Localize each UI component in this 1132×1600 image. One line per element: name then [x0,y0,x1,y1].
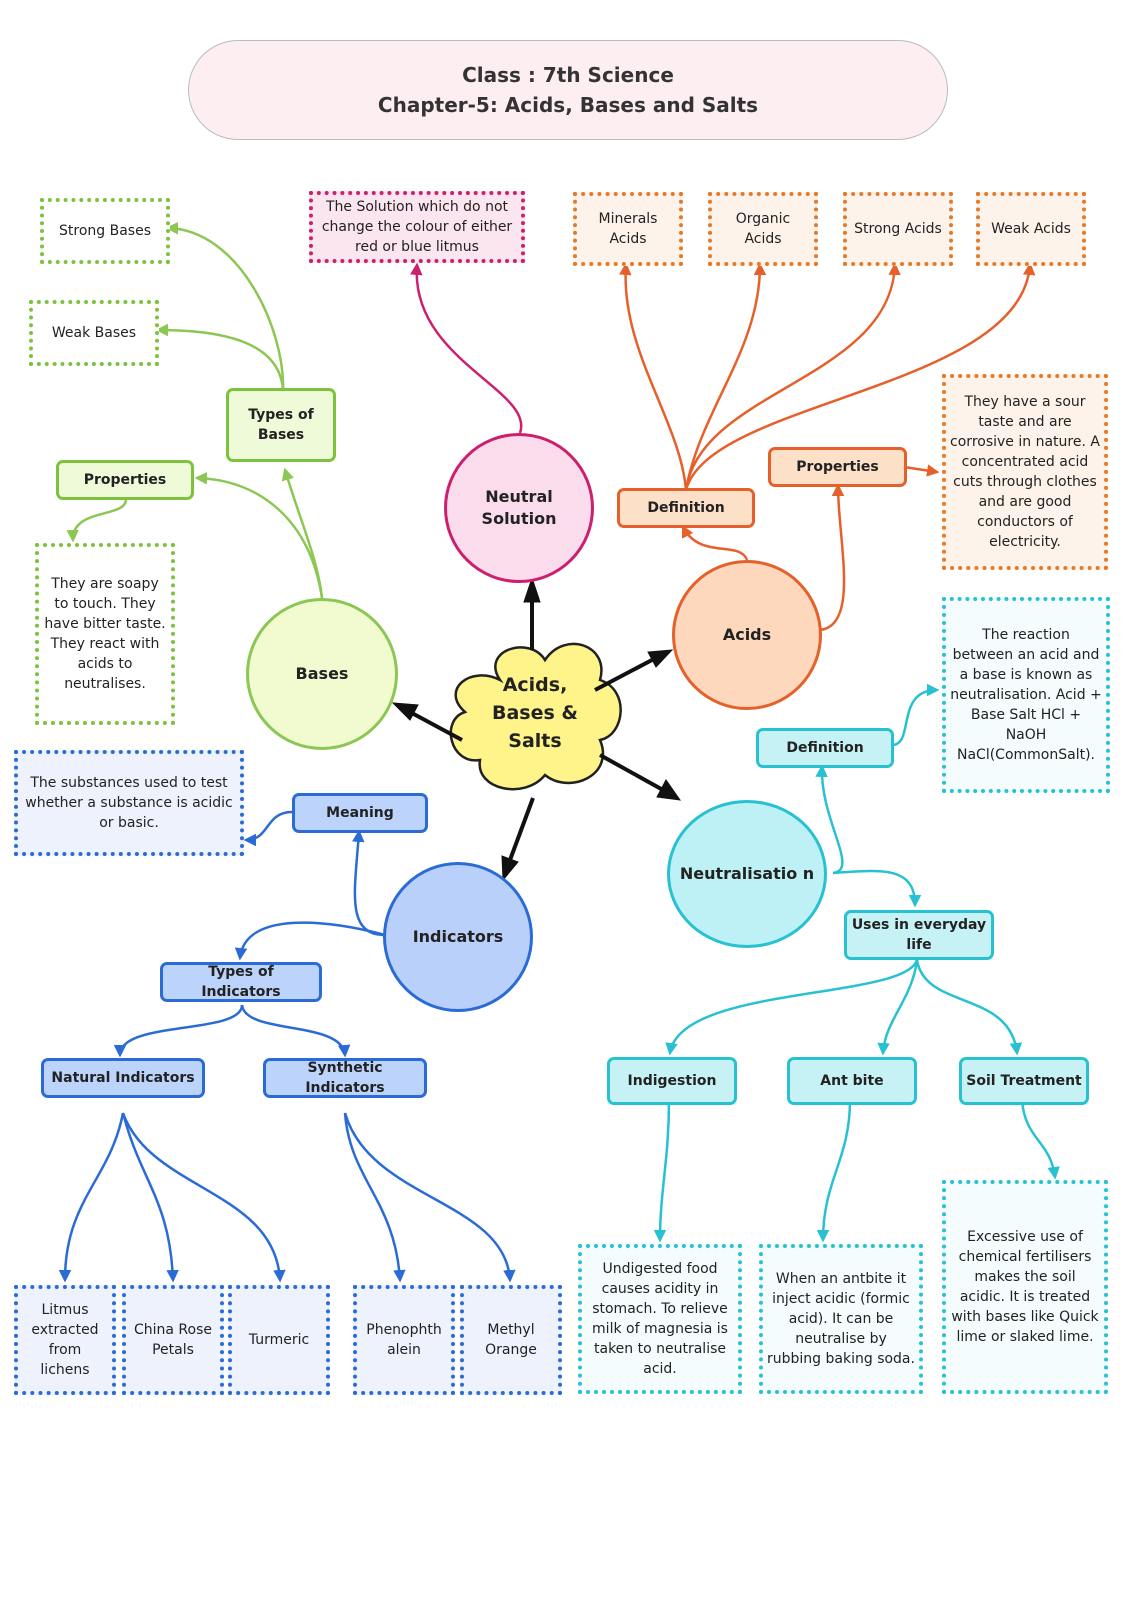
ant-bite-node[interactable]: Ant bite [787,1057,917,1105]
title-banner: Class : 7th Science Chapter-5: Acids, Ba… [188,40,948,140]
acids-properties-text: They have a sour taste and are corrosive… [942,374,1108,570]
center-arrows [391,576,682,882]
indigestion-text: Undigested food causes acidity in stomac… [578,1244,742,1394]
neutralisation-definition-node[interactable]: Definition [756,728,894,768]
neutralisation-node[interactable]: Neutralisatio n [667,800,827,948]
acids-definition-node[interactable]: Definition [617,488,755,528]
synthetic-indicators-node[interactable]: Synthetic Indicators [263,1058,427,1098]
uses-in-everyday-life-node[interactable]: Uses in everyday life [844,910,994,960]
center-cloud-shape [449,642,622,791]
phenolphthalein-node: Phenophth alein [353,1285,455,1395]
title-line-2: Chapter-5: Acids, Bases and Salts [377,93,759,117]
types-of-indicators-node[interactable]: Types of Indicators [160,962,322,1002]
litmus-node: Litmus extracted from lichens [14,1285,116,1395]
neutralisation-definition-text: The reaction between an acid and a base … [942,597,1110,793]
mineral-acids-node: Minerals Acids [573,192,683,266]
strong-bases-node: Strong Bases [40,198,170,264]
soil-treatment-text: Excessive use of chemical fertilisers ma… [942,1180,1108,1394]
bases-node[interactable]: Bases [246,598,398,750]
bases-properties-node[interactable]: Properties [56,460,194,500]
indicators-node[interactable]: Indicators [383,862,533,1012]
neutral-solution-node[interactable]: Neutral Solution [444,433,594,583]
acids-properties-node[interactable]: Properties [768,447,907,487]
acids-node[interactable]: Acids [672,560,822,710]
turmeric-node: Turmeric [228,1285,330,1395]
soil-treatment-node[interactable]: Soil Treatment [959,1057,1089,1105]
weak-acids-node: Weak Acids [976,192,1086,266]
center-topic-label: Acids, Bases & Salts [492,674,578,752]
title-line-1: Class : 7th Science [462,63,674,87]
indicators-meaning-node[interactable]: Meaning [292,793,428,833]
weak-bases-node: Weak Bases [29,300,159,366]
types-of-bases-node[interactable]: Types of Bases [226,388,336,462]
ant-bite-text: When an antbite it inject acidic (formic… [759,1244,923,1394]
china-rose-node: China Rose Petals [122,1285,224,1395]
bases-properties-text: They are soapy to touch. They have bitte… [35,543,175,725]
neutral-solution-definition: The Solution which do not change the col… [309,191,525,263]
methyl-orange-node: Methyl Orange [460,1285,562,1395]
indigestion-node[interactable]: Indigestion [607,1057,737,1105]
strong-acids-node: Strong Acids [843,192,953,266]
natural-indicators-node[interactable]: Natural Indicators [41,1058,205,1098]
indicators-meaning-text: The substances used to test whether a su… [14,750,244,856]
organic-acids-node: Organic Acids [708,192,818,266]
